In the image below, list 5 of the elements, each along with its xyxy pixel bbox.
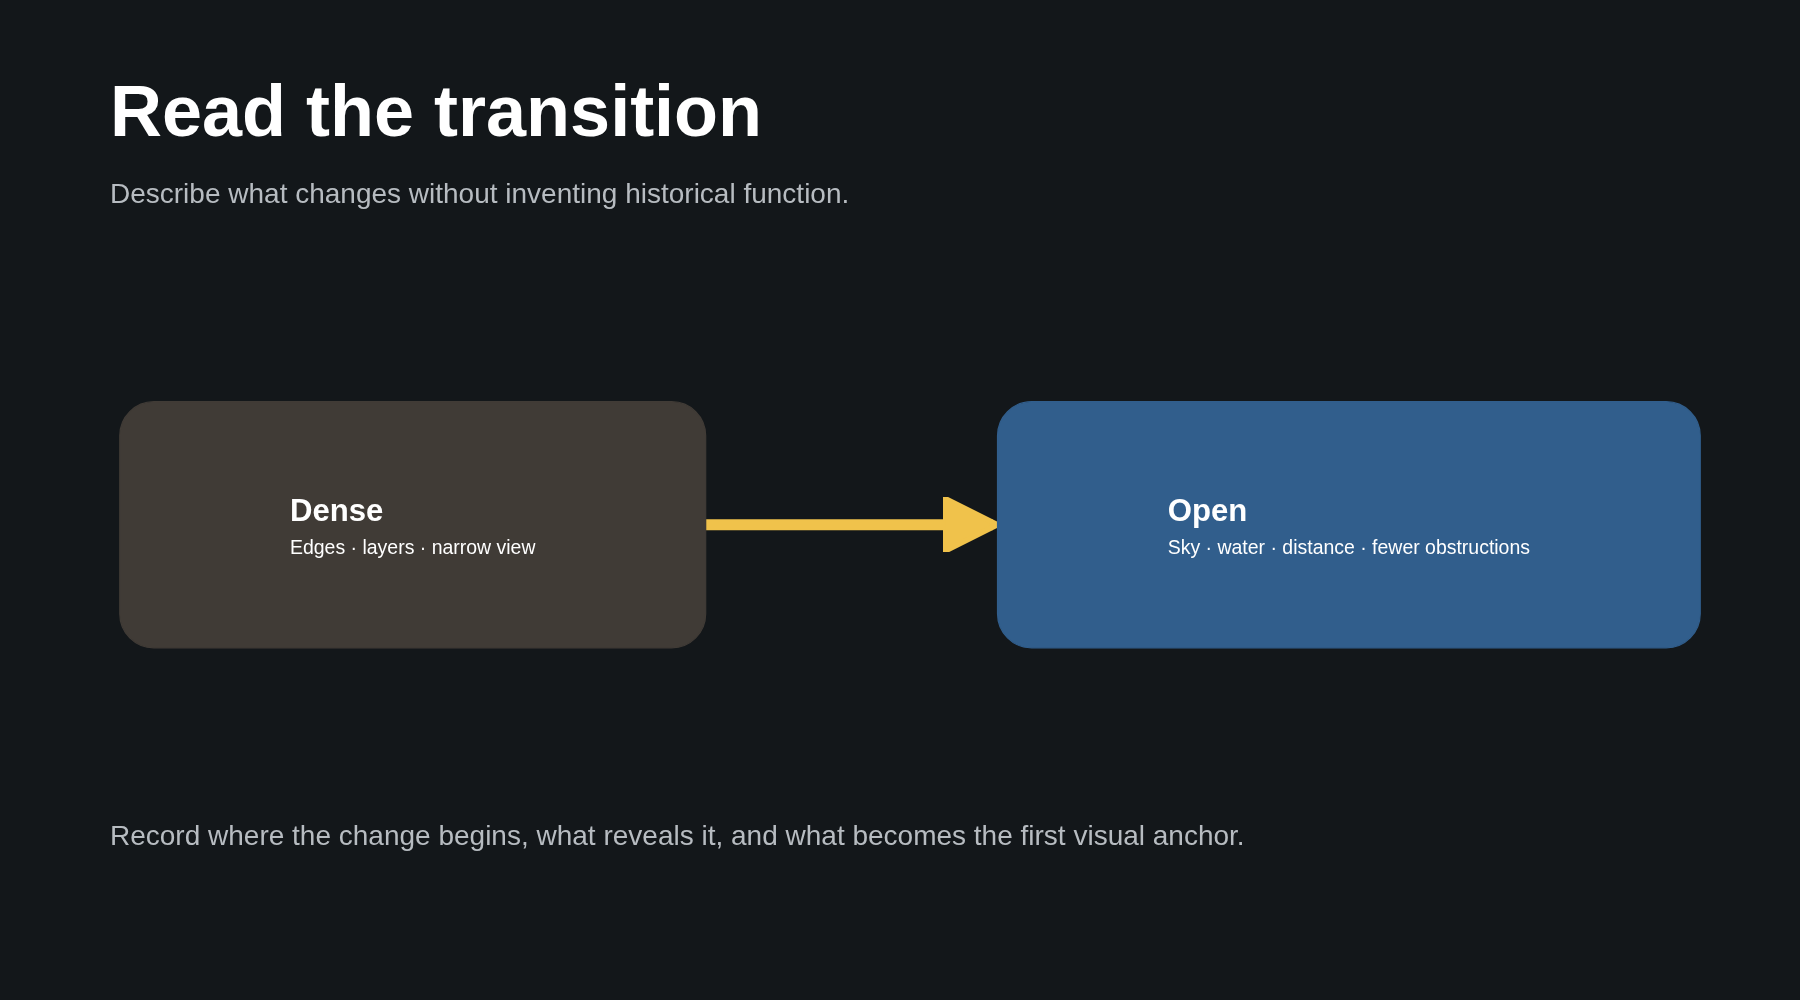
node-box: Open Sky · water · distance · fewer obstructions <box>996 401 1701 649</box>
node-box: Dense Edges · layers · narrow view <box>119 401 707 649</box>
subtitle: Describe what changes without inventing historical function. <box>110 178 850 210</box>
note-text: Record where the change begins, what reveals it, and what becomes the first visual anchor. <box>110 820 1245 852</box>
title: Read the transition <box>110 70 763 152</box>
